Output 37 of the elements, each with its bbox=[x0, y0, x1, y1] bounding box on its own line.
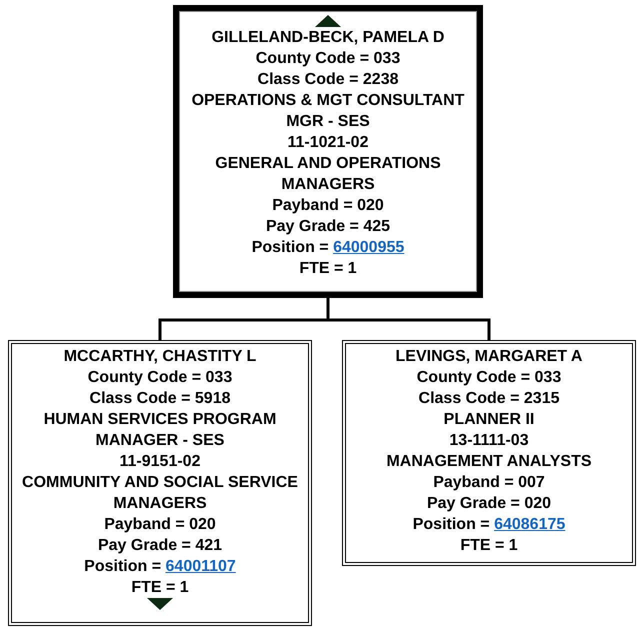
info-text: 11-9151-02 bbox=[120, 452, 200, 472]
info-text: Pay Grade = 425 bbox=[266, 217, 390, 237]
info-text: Class Code = 2315 bbox=[418, 389, 560, 409]
info-text: FTE = 1 bbox=[460, 536, 518, 556]
info-text: County Code = 033 bbox=[256, 49, 400, 69]
info-text: Pay Grade = 421 bbox=[98, 536, 222, 556]
position-card bbox=[8, 340, 312, 626]
info-text: MANAGEMENT ANALYSTS bbox=[386, 452, 592, 472]
position-link: 64086175 bbox=[494, 516, 566, 533]
info-text: FTE = 1 bbox=[131, 578, 189, 598]
info-text: County Code = 033 bbox=[416, 368, 562, 388]
info-text: GENERAL AND OPERATIONS MANAGERS bbox=[214, 154, 442, 195]
info-text: 11-1021-02 bbox=[288, 133, 368, 153]
info-text: Payband = 007 bbox=[433, 473, 545, 493]
position-text: Position = 64000955 bbox=[252, 238, 404, 258]
position-link: 64001107 bbox=[166, 558, 236, 575]
position-card bbox=[173, 5, 483, 298]
info-text: Payband = 020 bbox=[272, 196, 384, 216]
info-text: COMMUNITY AND SOCIAL SERVICE MANAGERS bbox=[21, 473, 299, 514]
info-text: Payband = 020 bbox=[104, 515, 216, 535]
info-text: Class Code = 5918 bbox=[90, 389, 230, 409]
info-text: HUMAN SERVICES PROGRAM MANAGER - SES bbox=[42, 410, 278, 451]
connector-line bbox=[326, 298, 490, 340]
position-link: 64000955 bbox=[333, 239, 404, 256]
info-text: OPERATIONS & MGT CONSULTANT MGR - SES bbox=[190, 91, 466, 132]
info-text: Class Code = 2238 bbox=[258, 70, 398, 90]
info-text: County Code = 033 bbox=[88, 368, 232, 388]
position-text: Position = 64001107 bbox=[84, 557, 236, 577]
info-text: PLANNER II bbox=[444, 410, 534, 430]
position-card bbox=[342, 340, 636, 566]
info-text: 13-1111-03 bbox=[449, 431, 529, 451]
position-text: Position = 64086175 bbox=[412, 515, 566, 535]
info-text: FTE = 1 bbox=[299, 259, 357, 279]
info-text: Pay Grade = 020 bbox=[426, 494, 552, 514]
employee-name: LEVINGS, MARGARET A bbox=[396, 347, 582, 367]
employee-name: MCCARTHY, CHASTITY L bbox=[64, 347, 256, 367]
employee-name: GILLELAND-BECK, PAMELA D bbox=[212, 28, 444, 48]
